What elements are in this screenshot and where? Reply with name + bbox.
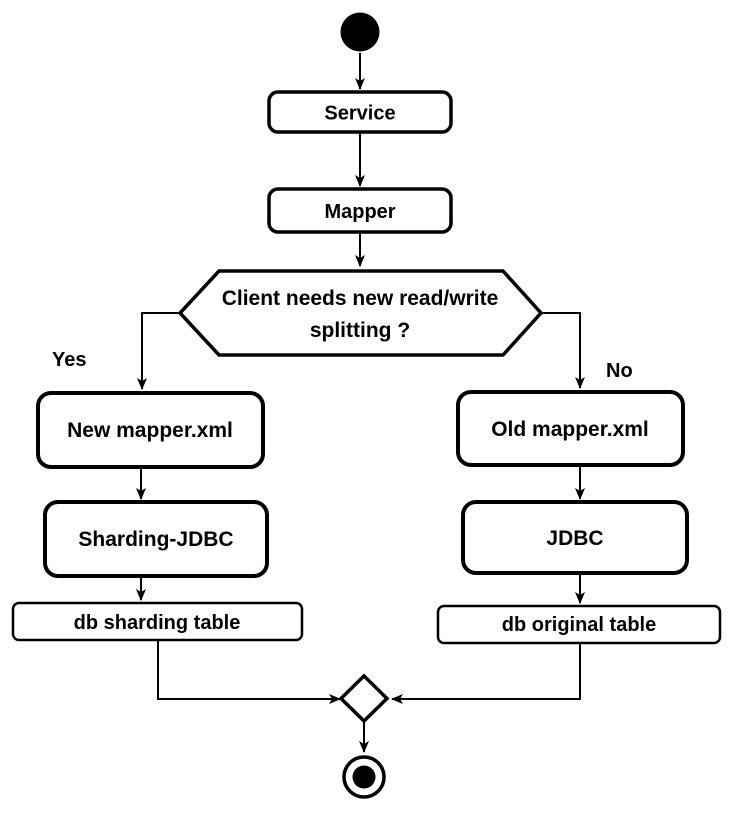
- activity-service-label: Service: [324, 103, 395, 125]
- activity-old-mapper: Old mapper.xml: [456, 390, 685, 467]
- activity-sharding-jdbc-label: Sharding-JDBC: [78, 528, 233, 551]
- activity-jdbc-box: [461, 500, 689, 575]
- final-node: [342, 755, 386, 799]
- yes-edge-label: Yes: [52, 349, 86, 371]
- activity-db-sharding-table-label: db sharding table: [74, 612, 241, 634]
- activity-old-mapper-label: Old mapper.xml: [491, 418, 649, 441]
- edge-dboriginal-to-merge: [391, 643, 581, 704]
- activity-new-mapper-label: New mapper.xml: [67, 419, 233, 442]
- activity-db-sharding-table: db sharding table: [11, 601, 304, 642]
- activity-jdbc-label: JDBC: [546, 527, 603, 550]
- decision-hexagon: [177, 269, 544, 357]
- merge-node: [338, 673, 390, 724]
- activity-jdbc: JDBC: [461, 500, 689, 575]
- activity-db-original-table-label: db original table: [502, 614, 656, 636]
- start-node: [340, 12, 380, 52]
- activity-old-mapper-box: [456, 390, 685, 467]
- activity-db-original-table: db original table: [436, 604, 722, 645]
- activity-mapper-label: Mapper: [324, 201, 395, 223]
- activity-service: Service: [267, 90, 453, 134]
- activity-new-mapper-box: [36, 391, 265, 469]
- no-edge-label: No: [606, 360, 633, 382]
- decision-label-line2: splitting ?: [310, 319, 410, 342]
- activity-mapper: Mapper: [267, 187, 453, 234]
- activity-new-mapper: New mapper.xml: [36, 391, 265, 469]
- activity-sharding-jdbc-box: [43, 500, 269, 578]
- final-node-dot: [352, 765, 376, 789]
- decision-node: Client needs new read/write splitting ?: [177, 269, 544, 357]
- edge-dbsharding-to-merge: [157, 640, 341, 704]
- decision-label-line1: Client needs new read/write: [222, 287, 499, 310]
- edge-decision-no: [541, 312, 585, 389]
- activity-sharding-jdbc: Sharding-JDBC: [43, 500, 269, 578]
- edge-decision-yes: [137, 312, 180, 390]
